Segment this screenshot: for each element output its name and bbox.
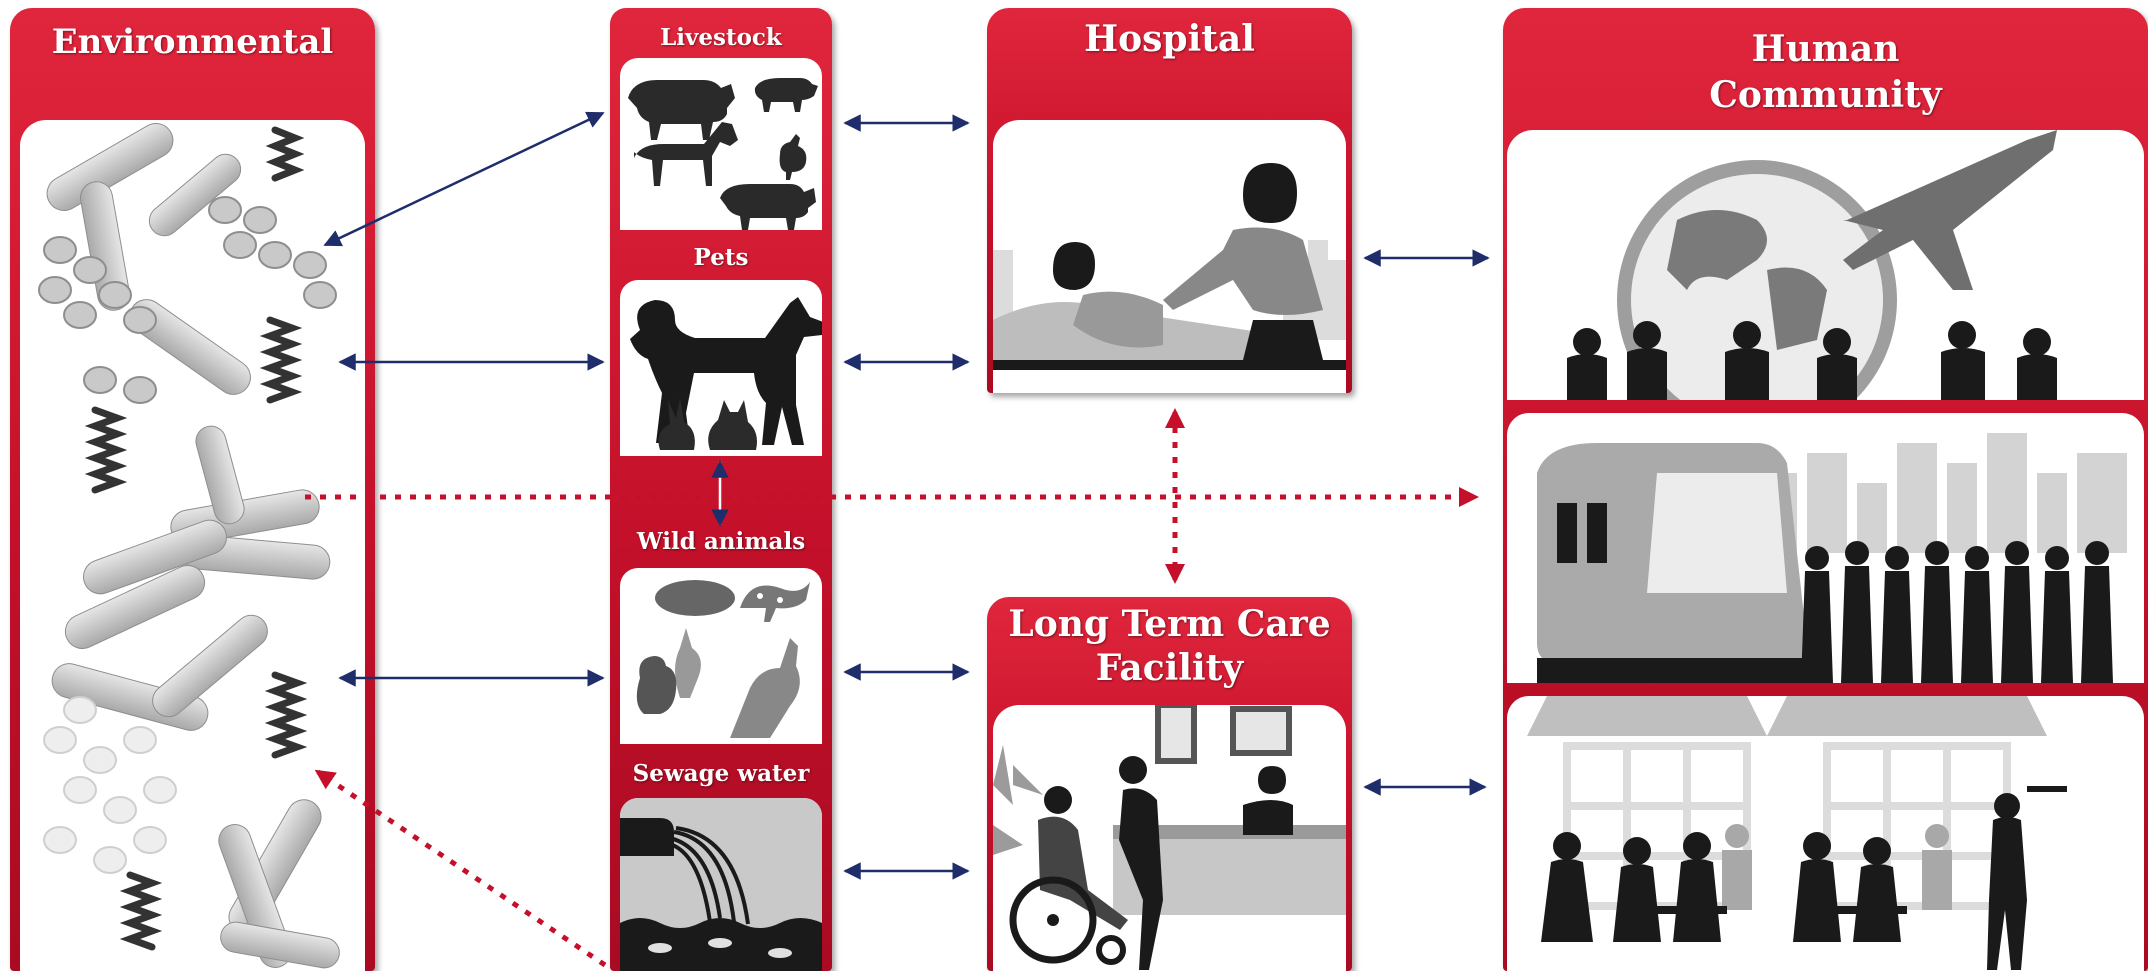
ltc-panel: Long Term Care Facility xyxy=(987,597,1352,971)
community-transit-image xyxy=(1507,413,2144,683)
wild-animals-label: Wild animals xyxy=(636,528,806,555)
hospital-title: Hospital xyxy=(1084,18,1255,60)
livestock-image xyxy=(620,58,822,230)
sewage-water-label: Sewage water xyxy=(632,760,810,787)
sewage-pipe-icon xyxy=(620,798,822,971)
environmental-image xyxy=(20,120,365,971)
human-community-panel: Human Community xyxy=(1503,8,2148,971)
ltc-title-line2: Facility xyxy=(1095,647,1244,689)
globe-airplane-icon xyxy=(1567,130,2057,400)
farm-animals-icon xyxy=(628,78,818,230)
community-cafe-image xyxy=(1507,696,2144,971)
bacteria-and-dna-icon xyxy=(38,123,340,969)
animals-panel: Livestock Pets Wild animals xyxy=(610,8,832,971)
ltc-image xyxy=(993,705,1346,971)
hospital-image xyxy=(993,120,1346,393)
hospital-panel: Hospital xyxy=(987,8,1352,393)
nurse-patient-icon xyxy=(993,163,1346,370)
environmental-panel: Environmental xyxy=(10,8,375,971)
pets-image xyxy=(620,280,822,456)
environmental-title: Environmental xyxy=(51,22,334,62)
human-title-line1: Human xyxy=(1751,28,1900,70)
ltc-title-line1: Long Term Care xyxy=(1008,603,1331,645)
wild-animals-image xyxy=(620,568,822,744)
wheelchair-reception-icon xyxy=(993,705,1346,970)
human-title-line2: Community xyxy=(1709,74,1942,116)
wild-animals-icon xyxy=(636,580,810,738)
livestock-label: Livestock xyxy=(660,24,782,51)
dog-cat-rabbit-icon xyxy=(630,297,822,450)
cafe-people-icon xyxy=(1527,696,2067,970)
train-crowd-icon xyxy=(1537,433,2127,683)
community-global-image xyxy=(1507,130,2144,400)
pets-label: Pets xyxy=(693,244,749,271)
sewage-water-image xyxy=(620,798,822,971)
